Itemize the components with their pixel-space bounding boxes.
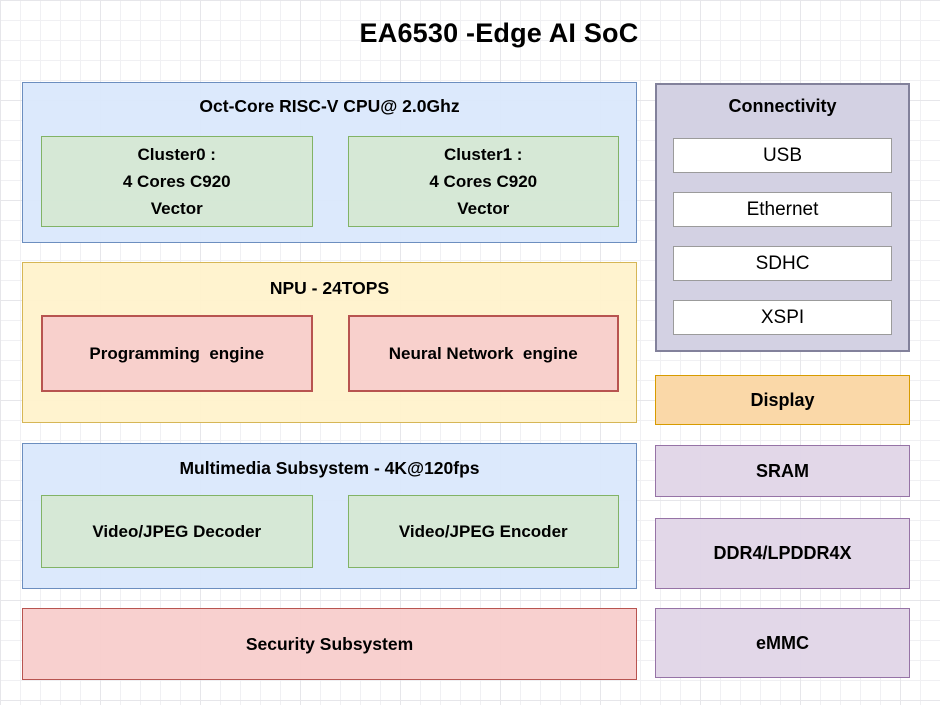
multimedia-block-title: Multimedia Subsystem - 4K@120fps [179,458,480,478]
multimedia-block: Multimedia Subsystem - 4K@120fps Video/J… [22,443,637,589]
emmc-block: eMMC [655,608,910,678]
diagram-title: EA6530 -Edge AI SoC [359,18,639,48]
connectivity-item-xspi: XSPI [673,300,892,335]
connectivity-item-ethernet: Ethernet [673,192,892,227]
connectivity-item-sdhc: SDHC [673,246,892,281]
connectivity-block-title: Connectivity [728,96,837,116]
cpu-block: Oct-Core RISC-V CPU@ 2.0Ghz Cluster0 : 4… [22,82,637,243]
npu-engine-row: Programming engine Neural Network engine [41,315,619,392]
cpu-cluster-row: Cluster0 : 4 Cores C920 Vector Cluster1 … [41,136,619,227]
video-encoder-box: Video/JPEG Encoder [347,495,619,568]
connectivity-item-usb: USB [673,138,892,173]
display-block: Display [655,375,910,425]
cluster0-box: Cluster0 : 4 Cores C920 Vector [41,136,313,227]
multimedia-codec-row: Video/JPEG Decoder Video/JPEG Encoder [41,495,619,568]
cpu-block-title: Oct-Core RISC-V CPU@ 2.0Ghz [199,96,460,116]
neural-network-engine-box: Neural Network engine [347,315,619,392]
video-decoder-box: Video/JPEG Decoder [41,495,313,568]
programming-engine-box: Programming engine [41,315,313,392]
cluster1-box: Cluster1 : 4 Cores C920 Vector [347,136,619,227]
npu-block-title: NPU - 24TOPS [269,278,390,298]
npu-block: NPU - 24TOPS Programming engine Neural N… [22,262,637,423]
security-block: Security Subsystem [22,608,637,680]
connectivity-item-list: USB Ethernet SDHC XSPI [673,138,892,354]
ddr-block: DDR4/LPDDR4X [655,518,910,589]
connectivity-block: Connectivity USB Ethernet SDHC XSPI [655,83,910,352]
sram-block: SRAM [655,445,910,497]
